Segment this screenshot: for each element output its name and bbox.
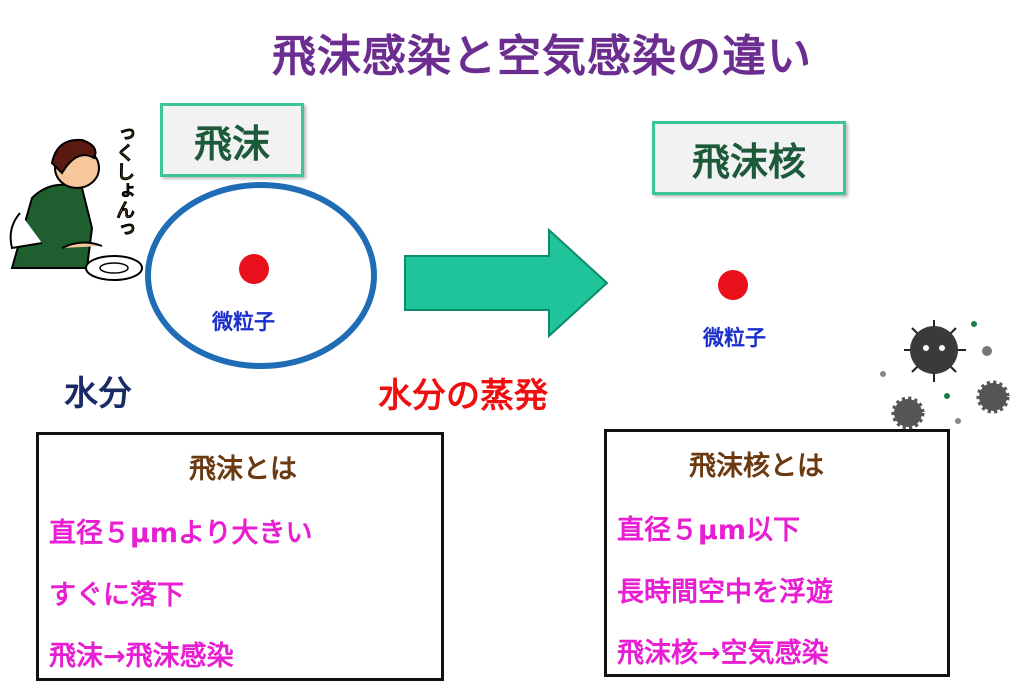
info-item: すぐに落下 — [49, 580, 184, 611]
particle-dot — [239, 254, 269, 284]
droplet-water-circle — [145, 182, 377, 369]
particle-label: 微粒子 — [703, 326, 766, 350]
info-item: 直径５μm以下 — [617, 515, 801, 546]
sneeze-text: っくしょんっ — [113, 124, 136, 239]
droplet-info-box: 飛沫とは 直径５μmより大きい すぐに落下 飛沫→飛沫感染 — [36, 432, 444, 681]
droplet-label: 飛沫 — [160, 103, 304, 177]
info-item: 長時間空中を浮遊 — [617, 577, 833, 608]
right-arrow-icon — [404, 228, 609, 338]
particle-label: 微粒子 — [212, 310, 275, 334]
info-heading: 飛沫とは — [189, 454, 297, 485]
info-item: 飛沫→飛沫感染 — [49, 641, 234, 672]
info-heading: 飛沫核とは — [689, 451, 824, 482]
virus-illustration — [880, 320, 1010, 450]
page-title: 飛沫感染と空気感染の違い — [272, 31, 812, 82]
evaporation-label: 水分の蒸発 — [378, 376, 548, 416]
particle-dot — [718, 270, 748, 300]
sneezing-person-illustration — [9, 138, 143, 281]
droplet-nucleus-label: 飛沫核 — [652, 121, 846, 195]
info-item: 飛沫核→空気感染 — [617, 638, 829, 669]
nucleus-info-box: 飛沫核とは 直径５μm以下 長時間空中を浮遊 飛沫核→空気感染 — [604, 429, 950, 677]
water-label: 水分 — [64, 374, 132, 414]
info-item: 直径５μmより大きい — [49, 518, 313, 549]
